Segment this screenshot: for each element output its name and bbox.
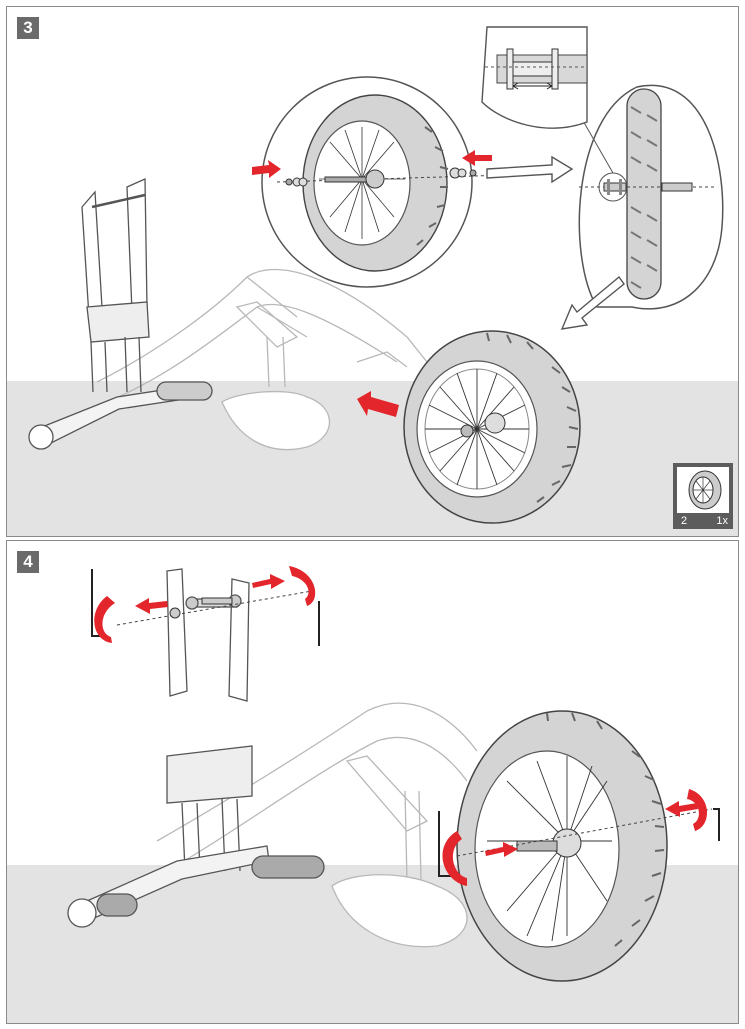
front-fork xyxy=(28,178,213,450)
rear-wheel xyxy=(403,330,581,524)
parts-box-image xyxy=(677,467,729,513)
wheel-icon xyxy=(688,470,722,510)
step-number-badge: 4 xyxy=(17,551,39,573)
right-arrow-icon xyxy=(462,150,492,166)
rear-wheel xyxy=(456,710,668,982)
step-number-badge: 3 xyxy=(17,17,39,39)
top-gap xyxy=(290,0,455,8)
part-number: 2 xyxy=(681,515,688,527)
direction-arrow-icon xyxy=(135,574,698,857)
bike-frame xyxy=(156,702,478,948)
pointer-arrow-icon xyxy=(486,155,574,184)
step-3-illustration xyxy=(28,26,724,524)
front-fork xyxy=(67,568,325,928)
step-4-illustration xyxy=(67,566,720,982)
left-arrow-icon xyxy=(252,160,281,178)
down-arrow-icon xyxy=(560,275,625,330)
part-quantity: 1x xyxy=(716,515,728,527)
side-view-callout xyxy=(578,84,724,310)
parts-box: 2 1x xyxy=(673,463,733,529)
bike-frame xyxy=(96,269,428,451)
step-3-panel: 3 2 1x xyxy=(6,6,739,537)
step-4-panel: 4 xyxy=(6,540,739,1024)
insert-arrow-icon xyxy=(357,391,399,417)
wheel-detail-callout xyxy=(252,76,508,288)
rotation-arrow-icon xyxy=(94,566,708,886)
hub-zoom-callout xyxy=(481,26,614,174)
